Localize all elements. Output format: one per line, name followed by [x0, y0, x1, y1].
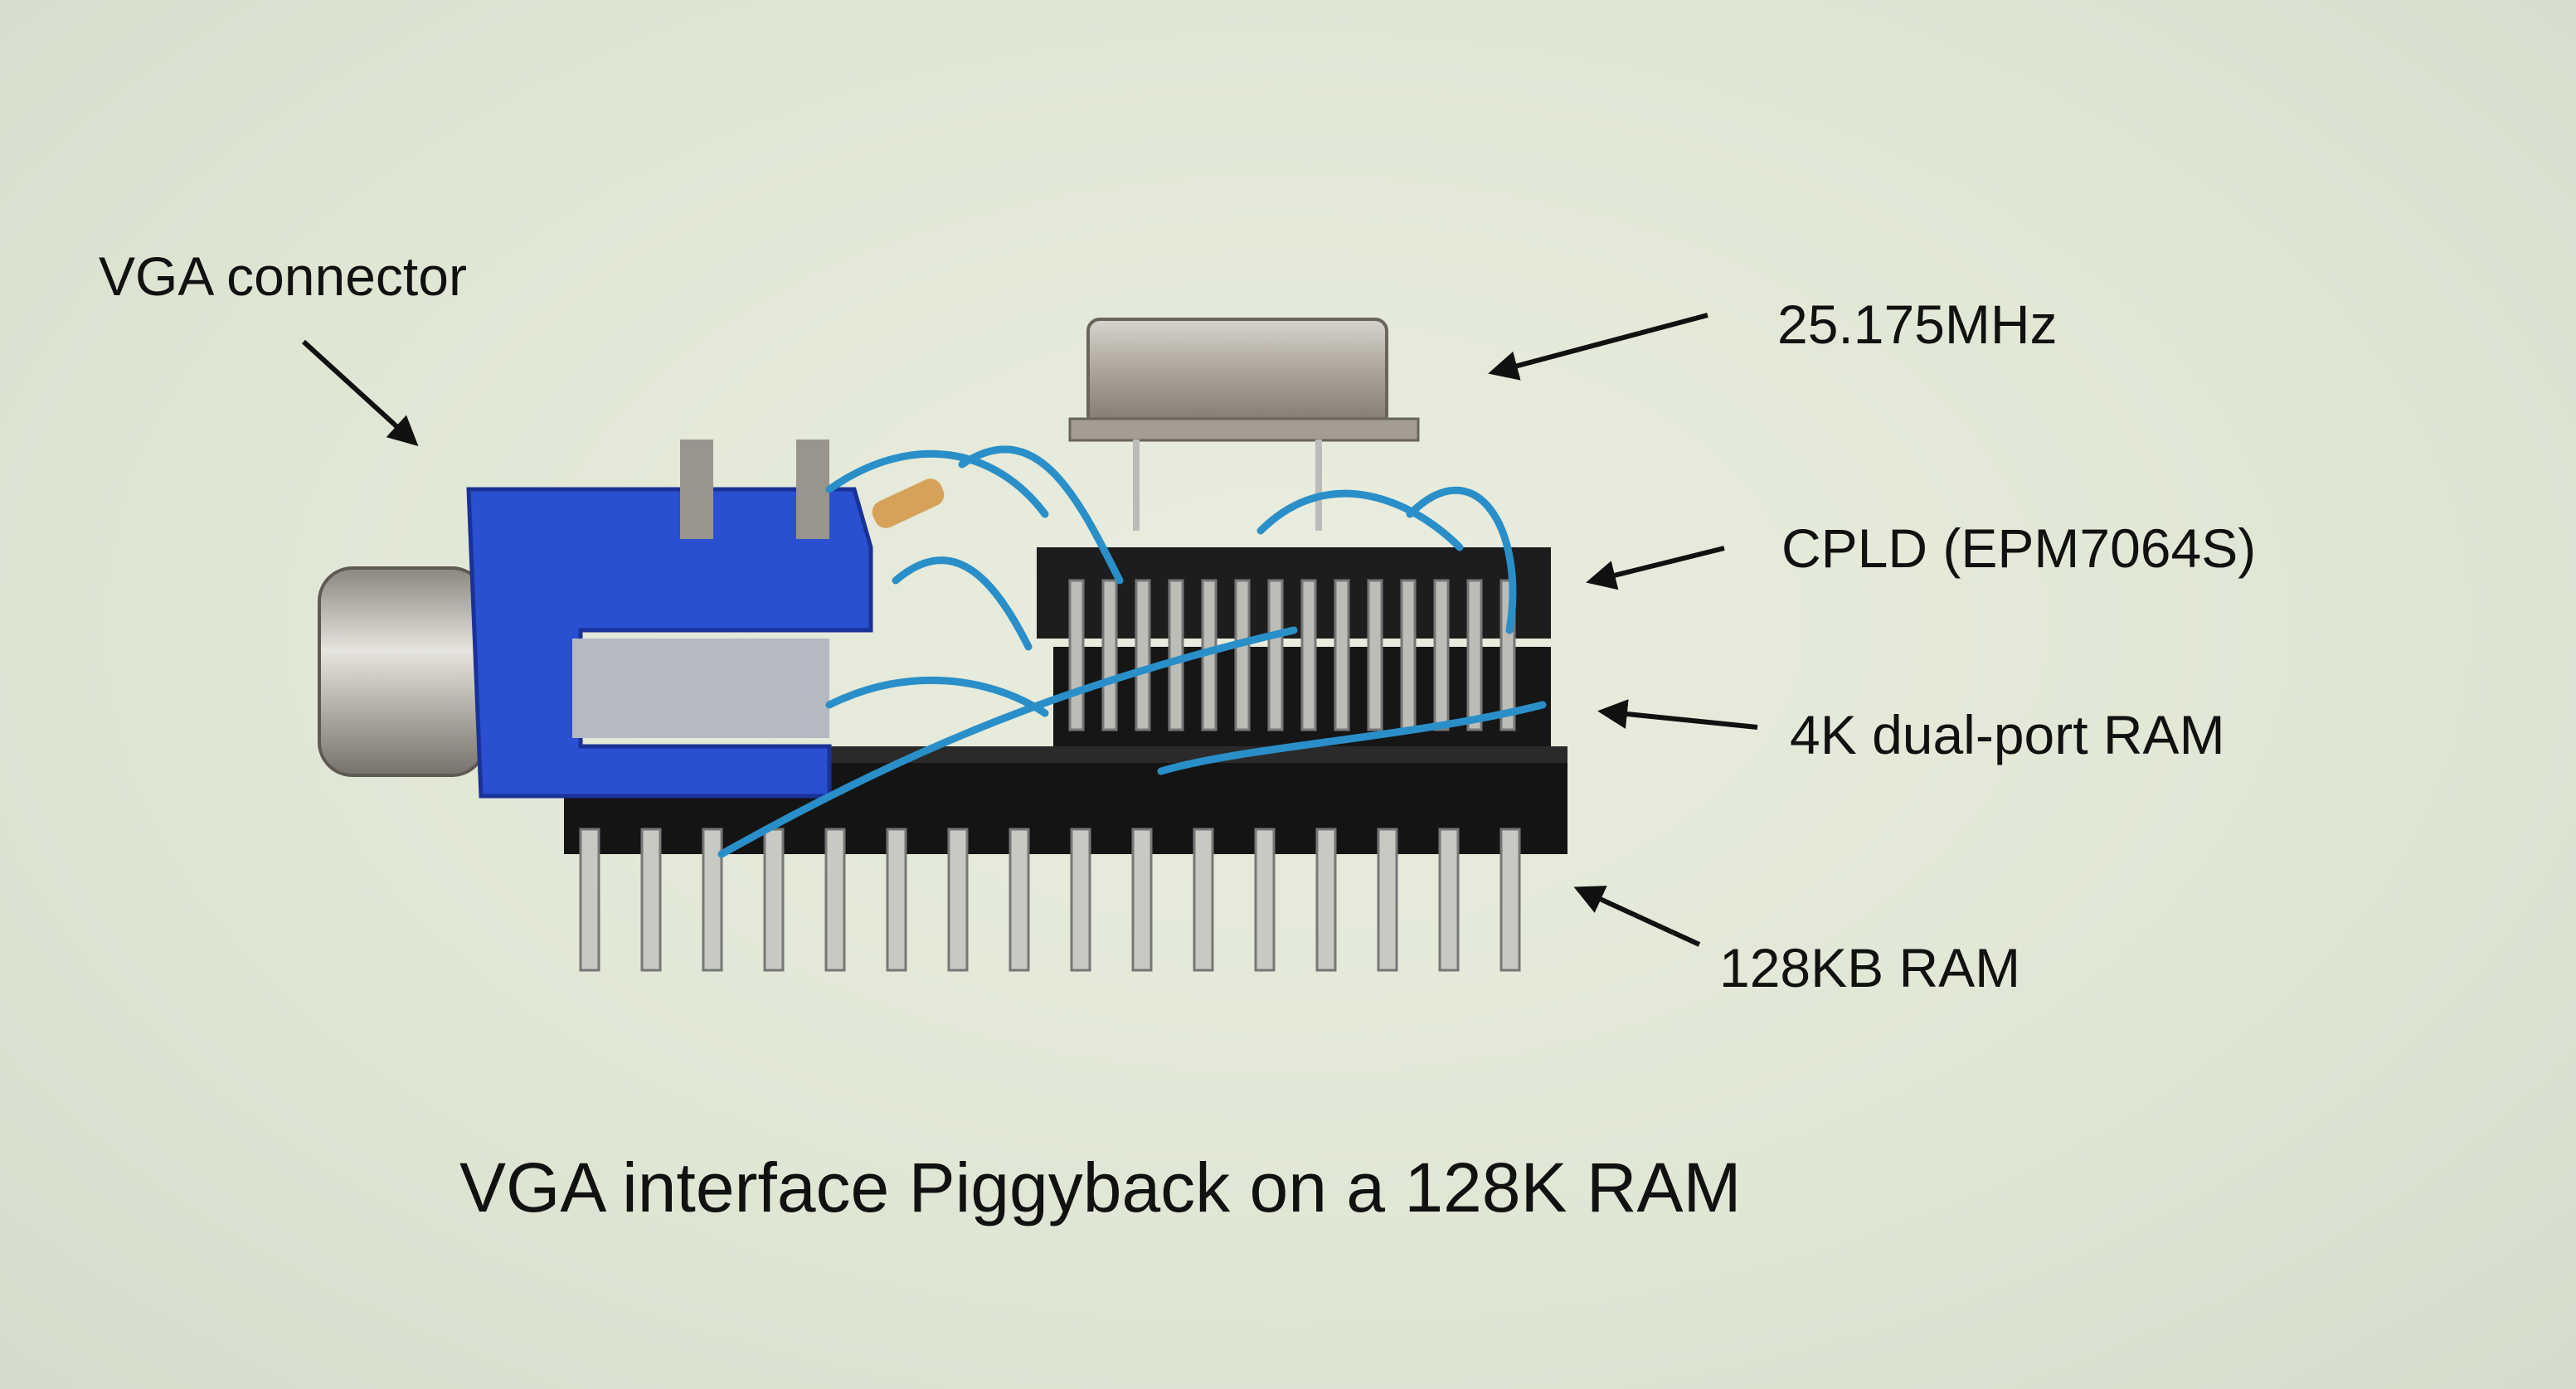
arrow-oscillator — [1488, 313, 1708, 381]
cpld-pin — [1300, 579, 1317, 731]
ram-128kb-chip — [564, 746, 1567, 972]
arrow-cpld — [1586, 546, 1725, 590]
photo-caption: VGA interface Piggyback on a 128K RAM — [459, 1149, 1742, 1226]
ram-pin — [1193, 828, 1214, 972]
cpld-pin — [1466, 579, 1483, 731]
ram-pin — [1438, 828, 1460, 972]
ram-pin — [1070, 828, 1091, 972]
cpld-pin — [1168, 579, 1184, 731]
label-cpld: CPLD (EPM7064S) — [1781, 517, 2257, 579]
arrow-vga-connector — [301, 339, 419, 447]
cpld-pin — [1101, 579, 1118, 731]
cpld-pin — [1367, 579, 1383, 731]
resistor — [872, 478, 945, 528]
cpld-pin — [1334, 579, 1350, 731]
cpld-pin — [1433, 579, 1450, 731]
label-dual-port-ram: 4K dual-port RAM — [1790, 704, 2225, 765]
ram-pin — [824, 828, 846, 972]
crystal-oscillator — [1068, 318, 1420, 531]
ram-pin — [579, 828, 600, 972]
vga-connector — [318, 440, 873, 799]
ram-pin — [1009, 828, 1030, 972]
ram-pin — [1131, 828, 1153, 972]
ram-pin — [886, 828, 907, 972]
cpld-pin — [1068, 579, 1085, 731]
cpld-pin — [1400, 579, 1417, 731]
ram-pin — [947, 828, 969, 972]
label-main-ram: 128KB RAM — [1719, 937, 2021, 998]
cpld-pin — [1234, 579, 1251, 731]
ram-pin — [1377, 828, 1398, 972]
ram-pin — [1499, 828, 1521, 972]
ram-pin — [1254, 828, 1276, 972]
cpld-pin — [1135, 579, 1151, 731]
cpld-pin — [1267, 579, 1284, 731]
wires — [717, 445, 1547, 858]
ram-pin — [640, 828, 662, 972]
label-oscillator: 25.175MHz — [1777, 294, 2058, 355]
ram-pin — [702, 828, 723, 972]
arrow-dual-port-ram — [1597, 699, 1758, 730]
arrow-main-ram — [1573, 886, 1701, 947]
ram-pin — [1315, 828, 1337, 972]
ram-pin — [763, 828, 785, 972]
label-vga-connector: VGA connector — [99, 245, 467, 307]
